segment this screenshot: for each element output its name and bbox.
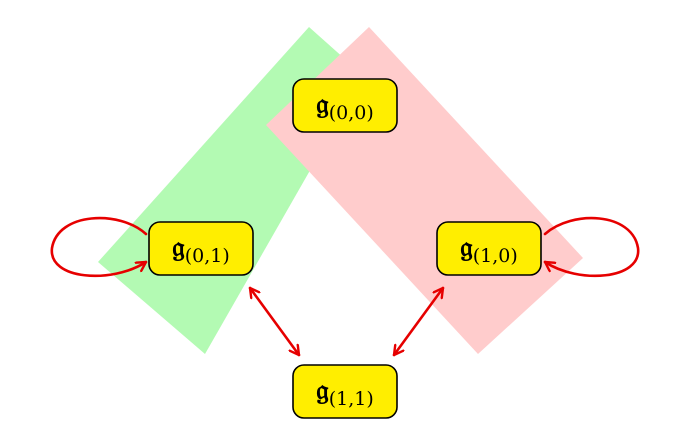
node-g10: 𝔤(1,0) <box>436 221 542 276</box>
node-g11: 𝔤(1,1) <box>292 364 398 419</box>
node-g01-subscript: (0,1) <box>185 245 230 267</box>
node-g10-subscript: (1,0) <box>473 245 518 267</box>
node-g00-subscript: (0,0) <box>329 102 374 124</box>
svg-text:𝔤(0,1): 𝔤(0,1) <box>172 230 230 267</box>
svg-text:𝔤(1,1): 𝔤(1,1) <box>316 373 374 410</box>
edge-arrow-01-11 <box>248 286 301 357</box>
node-g11-subscript: (1,1) <box>329 388 374 410</box>
svg-text:𝔤(1,0): 𝔤(1,0) <box>460 230 518 267</box>
self-loop-arrow-10 <box>543 216 640 278</box>
edge-arrow-10-11 <box>392 286 445 357</box>
node-g10-symbol: 𝔤 <box>460 230 472 263</box>
self-loop-arrow-01 <box>50 216 148 278</box>
node-g00-symbol: 𝔤 <box>316 87 328 120</box>
node-g01-symbol: 𝔤 <box>172 230 184 263</box>
node-g01: 𝔤(0,1) <box>148 221 254 276</box>
node-g00: 𝔤(0,0) <box>292 78 398 133</box>
svg-text:𝔤(0,0): 𝔤(0,0) <box>316 87 374 124</box>
node-g11-symbol: 𝔤 <box>316 373 328 406</box>
